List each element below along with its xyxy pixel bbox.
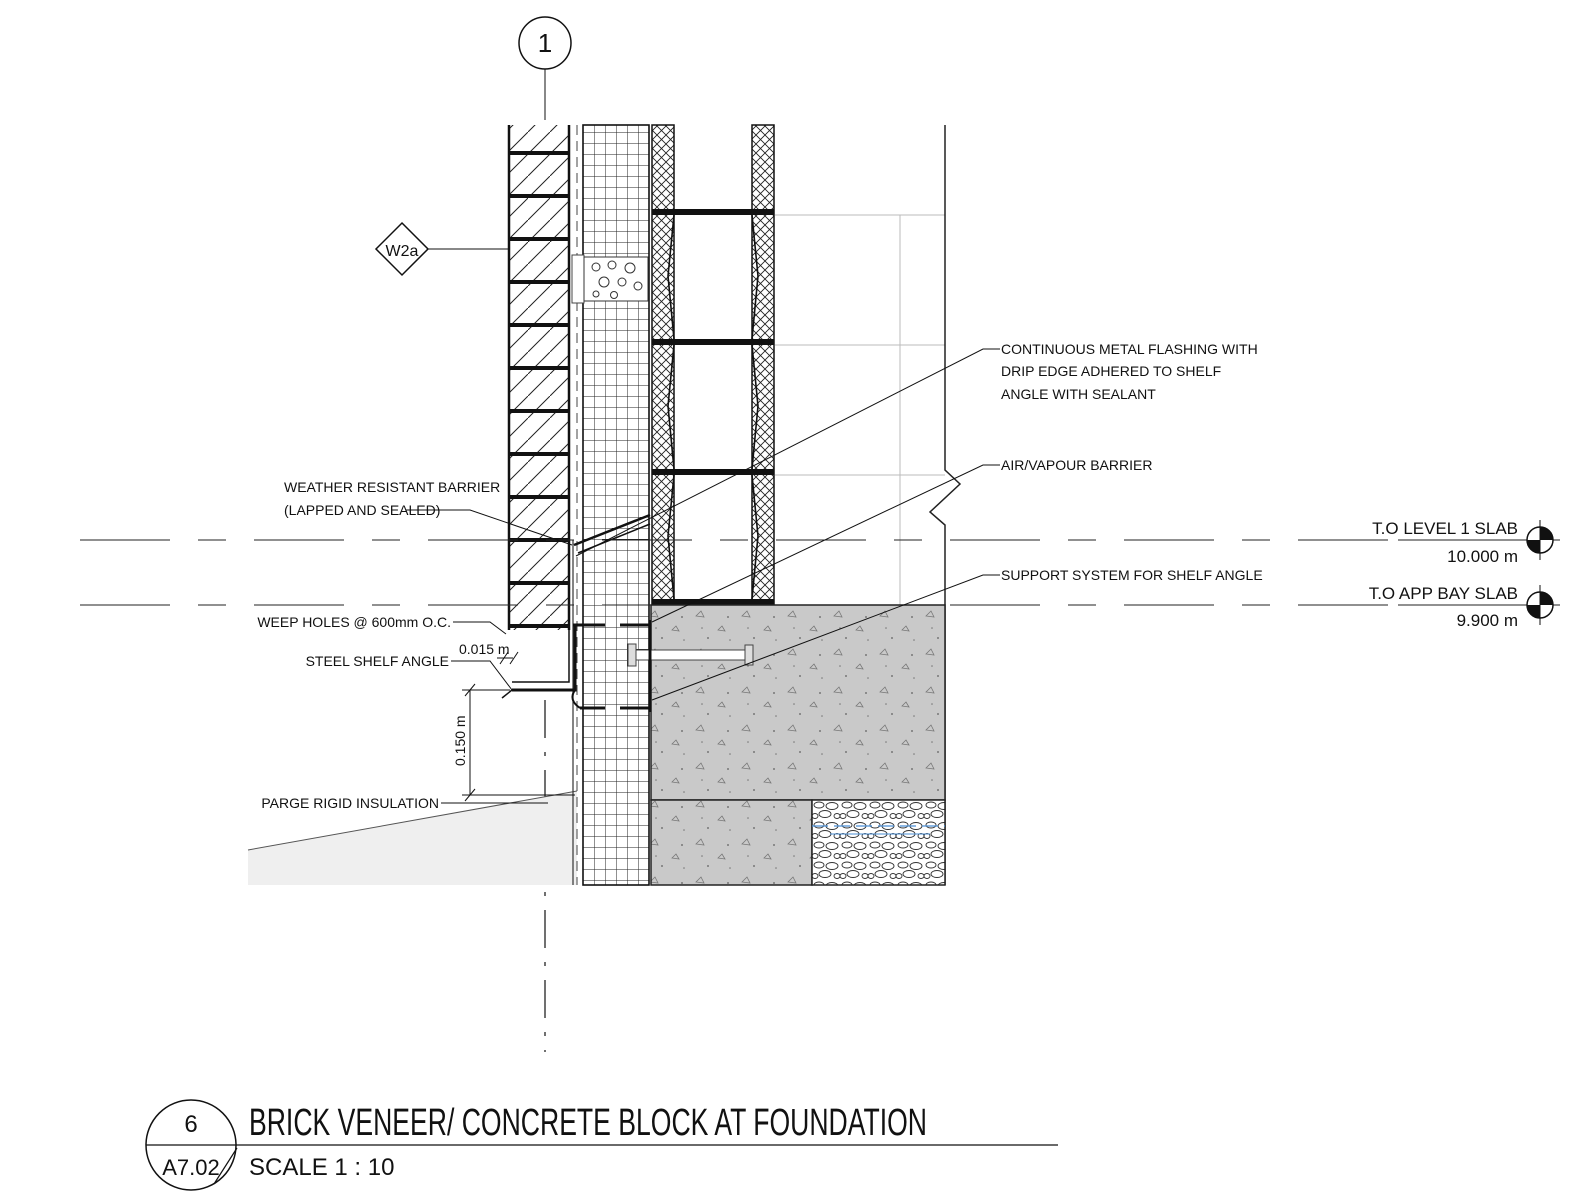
level-1-name: T.O LEVEL 1 SLAB: [1372, 519, 1518, 538]
wrb-note-line1: WEATHER RESISTANT BARRIER: [284, 479, 500, 495]
brick-veneer: [507, 125, 571, 630]
wall-type-tag: W2a: [374, 221, 509, 277]
air-barrier-note: AIR/VAPOUR BARRIER: [1001, 457, 1152, 473]
brick-tie: [571, 254, 649, 304]
grade-soil: [247, 790, 578, 885]
interior-wall-line: [928, 125, 962, 885]
dimension-height: 0.150 m: [452, 715, 468, 766]
flashing-note-line1: CONTINUOUS METAL FLASHING WITH: [1001, 341, 1258, 357]
level-marker-appbay: [1526, 585, 1554, 625]
sheet-number: A7.02: [162, 1155, 220, 1180]
wall-tag-label: W2a: [386, 243, 419, 260]
shelf-angle-note: STEEL SHELF ANGLE: [306, 653, 449, 669]
cavity: [572, 125, 578, 885]
detail-title: BRICK VENEER/ CONCRETE BLOCK AT FOUNDATI…: [249, 1102, 927, 1144]
steel-shelf-angle: [501, 513, 652, 712]
grid-label: 1: [538, 28, 552, 58]
concrete-block-wall: [651, 124, 775, 606]
dimension-gap: 0.015 m: [459, 641, 510, 657]
concrete-foundation: [650, 604, 946, 886]
parge-note: PARGE RIGID INSULATION: [261, 795, 439, 811]
detail-number: 6: [184, 1111, 197, 1138]
flashing-note-line3: ANGLE WITH SEALANT: [1001, 386, 1156, 402]
level-marker-level1: [1526, 520, 1554, 560]
rigid-insulation: [582, 124, 650, 886]
level-1-elevation: 10.000 m: [1447, 547, 1518, 566]
annotations: CONTINUOUS METAL FLASHING WITH DRIP EDGE…: [257, 341, 1262, 811]
level-lines: T.O LEVEL 1 SLAB 10.000 m T.O APP BAY SL…: [80, 519, 1560, 630]
note-leaders: [406, 348, 1000, 804]
title-block: 6 A7.02 BRICK VENEER/ CONCRETE BLOCK AT …: [145, 1099, 1058, 1191]
level-2-elevation: 9.900 m: [1457, 611, 1518, 630]
flashing-note-line2: DRIP EDGE ADHERED TO SHELF: [1001, 363, 1221, 379]
detail-scale: SCALE 1 : 10: [249, 1154, 394, 1181]
level-2-name: T.O APP BAY SLAB: [1369, 584, 1518, 603]
interior-finish-lines: [775, 214, 945, 605]
wrb-note-line2: (LAPPED AND SEALED): [284, 502, 440, 518]
support-note: SUPPORT SYSTEM FOR SHELF ANGLE: [1001, 567, 1263, 583]
weep-holes-note: WEEP HOLES @ 600mm O.C.: [257, 614, 451, 630]
dimensions: [462, 651, 575, 802]
anchor-bolt: [627, 643, 754, 667]
